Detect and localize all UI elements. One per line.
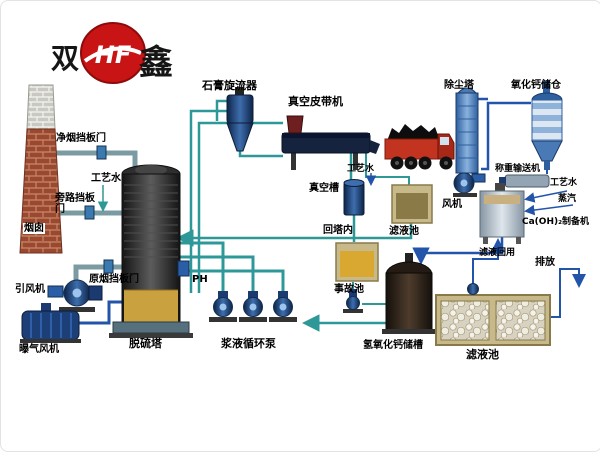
label-calcium-hydroxide-tank: 氢氧化钙储槽 — [363, 340, 423, 351]
tower-slurry-level — [124, 290, 178, 322]
label-aeration-fan: 曝气风机 — [19, 344, 59, 355]
gypsum-cyclone — [226, 87, 254, 152]
label-accident-pool: 事故池 — [334, 284, 364, 295]
dust-removal-tower — [455, 87, 479, 174]
logo-swoosh — [83, 46, 142, 63]
label-filtrate-pool-large: 滤液池 — [466, 348, 499, 361]
label-dust-removal-tower: 除尘塔 — [444, 80, 474, 91]
raw-smoke-damper-valve — [103, 259, 114, 274]
label-desulfurization-tower: 脱硫塔 — [129, 337, 162, 350]
label-weighing-conveyor: 称重输送机 — [495, 164, 541, 174]
induced-draft-fan — [47, 279, 103, 312]
fan — [453, 172, 486, 197]
ph-meter — [177, 260, 190, 277]
label-raw-smoke-damper: 原烟挡板门 — [89, 274, 139, 285]
vacuum-tank — [343, 179, 365, 216]
label-gypsum-cyclone: 石膏旋流器 — [202, 79, 257, 92]
label-process-water-right: 工艺水 — [550, 178, 578, 188]
truck-coal-load — [387, 124, 440, 141]
aeration-fan — [20, 303, 81, 343]
calcium-oxide-silo — [531, 81, 563, 170]
label-slurry-circulation-pumps: 浆液循环泵 — [221, 337, 276, 350]
label-steam: 蒸汽 — [558, 194, 577, 204]
label-bypass-damper: 旁路挡板门 — [55, 193, 95, 215]
truck — [384, 124, 455, 170]
label-chimney: 烟囱 — [23, 223, 45, 234]
accident-pool-pump — [343, 289, 363, 313]
label-return-to-tower: 回塔内 — [323, 225, 353, 236]
label-fan: 风机 — [442, 199, 462, 210]
vacuum-belt-machine — [281, 115, 380, 170]
logo-emblem: HF — [80, 22, 146, 84]
label-vacuum-belt-machine: 真空皮带机 — [288, 95, 343, 108]
label-filtrate-pool-small: 滤液池 — [389, 226, 419, 237]
label-filtrate-reuse: 滤液回用 — [479, 248, 516, 258]
accident-pool — [335, 242, 379, 282]
logo-char-right: 鑫 — [139, 43, 173, 83]
filtrate-reuse-pump — [467, 283, 479, 295]
logo-char-left: 双 — [51, 42, 80, 75]
slurry-pipes — [97, 99, 413, 332]
label-vacuum-tank: 真空槽 — [309, 183, 339, 194]
label-induced-draft-fan: 引风机 — [15, 284, 45, 295]
belt-discharge-chute — [370, 140, 380, 154]
bypass-damper-valve — [84, 205, 95, 220]
label-caoh2-preparation-machine: Ca(OH)₂制备机 — [522, 217, 590, 227]
clean-smoke-damper-valve — [96, 145, 107, 160]
calcium-hydroxide-tank — [382, 253, 436, 334]
label-ph-meter: PH — [192, 274, 208, 285]
chimney — [19, 84, 63, 254]
filtrate-pool-large — [435, 294, 551, 346]
label-calcium-oxide-silo: 氧化钙储仓 — [511, 80, 561, 91]
label-process-water-left: 工艺水 — [91, 173, 121, 184]
right-side-pipes — [79, 97, 586, 325]
logo-monogram: HF — [95, 41, 132, 69]
caoh2-preparation-machine — [479, 183, 525, 244]
filtrate-pool-small — [391, 184, 433, 224]
belt-feed-hopper — [286, 115, 304, 134]
slurry-circulation-pumps — [209, 291, 297, 322]
label-clean-smoke-damper: 净烟挡板门 — [56, 133, 106, 144]
label-discharge: 排放 — [535, 257, 555, 268]
damper-doors — [84, 145, 114, 274]
truck-window — [440, 137, 449, 145]
weighing-conveyor — [499, 174, 550, 188]
label-process-water-mid: 工艺水 — [347, 164, 375, 174]
prep-tank-content — [484, 195, 520, 204]
desulfurization-tower — [109, 164, 193, 338]
